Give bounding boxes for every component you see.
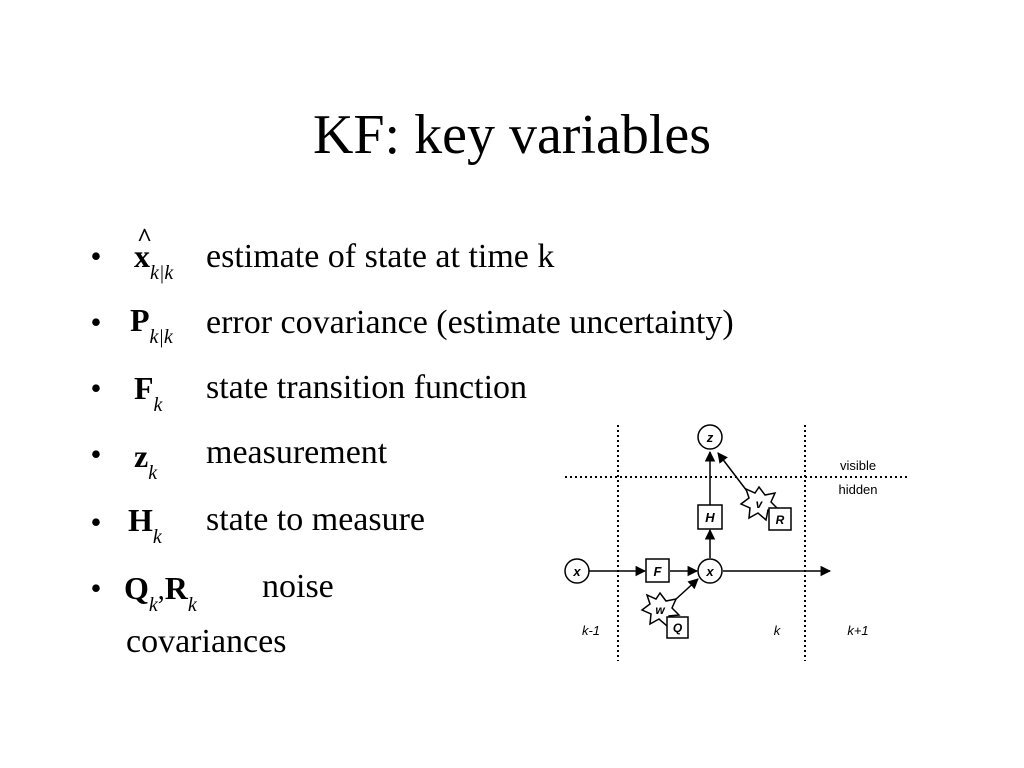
- noise-covariance-symbols: Qk,Rk: [124, 570, 197, 616]
- observation-model-symbol: Hk: [128, 502, 162, 548]
- time-label-next: k+1: [847, 623, 868, 638]
- symbol-separator: ,: [157, 575, 165, 606]
- node-z: z: [697, 424, 723, 450]
- symbol-letter: x: [134, 238, 150, 274]
- bullet-dot: •: [90, 370, 102, 406]
- item-description: noise: [262, 568, 334, 605]
- node-label: w: [655, 603, 665, 617]
- state-transition-symbol: Fk: [134, 370, 162, 416]
- error-covariance-symbol: Pk|k: [130, 302, 173, 348]
- hat-accent: ^: [137, 223, 153, 252]
- bullet-dot: •: [90, 504, 102, 540]
- measurement-symbol: zk: [134, 438, 157, 484]
- node-R: R: [768, 507, 792, 531]
- symbol-subscript: k: [148, 462, 158, 484]
- symbol-letter: Q: [124, 570, 149, 606]
- symbol-letter: P: [130, 302, 150, 338]
- node-w-starburst: w: [640, 591, 681, 628]
- symbol-subscript: k|k: [149, 326, 173, 348]
- hidden-label: hidden: [838, 482, 877, 497]
- time-label-current: k: [774, 623, 782, 638]
- node-label: Q: [673, 621, 683, 635]
- kalman-filter-graphical-model: visible hidden k-1 k k+1 x F x H z w: [564, 424, 907, 661]
- item-description: state to measure: [206, 501, 426, 538]
- slide-title: KF: key variables: [312, 104, 712, 166]
- symbol-letter: z: [134, 438, 149, 474]
- node-Q: Q: [666, 616, 689, 639]
- symbol-subscript: k: [152, 526, 162, 548]
- item-description: estimate of state at time k: [206, 238, 555, 275]
- node-v-starburst: v: [739, 485, 780, 522]
- edge-v-to-z: [717, 452, 751, 496]
- node-label: R: [776, 513, 785, 527]
- bullet-dot: •: [90, 238, 102, 274]
- item-description: error covariance (estimate uncertainty): [206, 304, 734, 341]
- symbol-letter: R: [164, 570, 188, 606]
- symbol-letter: F: [134, 370, 154, 406]
- bullet-dot: •: [90, 436, 102, 472]
- node-H: H: [697, 504, 723, 530]
- node-label: x: [705, 564, 714, 579]
- symbol-subscript: k: [148, 594, 158, 616]
- item-description-continued: covariances: [126, 623, 287, 660]
- time-label-prev: k-1: [582, 623, 600, 638]
- item-description: measurement: [206, 434, 388, 471]
- edge-w-to-x: [674, 578, 699, 601]
- node-x-current: x: [697, 558, 723, 584]
- node-label: z: [706, 430, 714, 445]
- symbol-subscript: k: [187, 594, 197, 616]
- node-x-prev: x: [564, 558, 590, 584]
- bullet-dot: •: [90, 570, 102, 606]
- bullet-dot: •: [90, 304, 102, 340]
- node-label: H: [705, 510, 715, 525]
- symbol-letter: H: [128, 502, 153, 538]
- node-F: F: [645, 558, 670, 583]
- symbol-subscript: k: [153, 394, 163, 416]
- node-label: F: [654, 564, 663, 579]
- visible-label: visible: [840, 458, 876, 473]
- node-label: x: [572, 564, 581, 579]
- state-estimate-symbol: x^ k|k: [134, 223, 173, 284]
- symbol-subscript: k|k: [150, 262, 174, 284]
- item-description: state transition function: [206, 369, 528, 406]
- node-label: v: [756, 497, 764, 511]
